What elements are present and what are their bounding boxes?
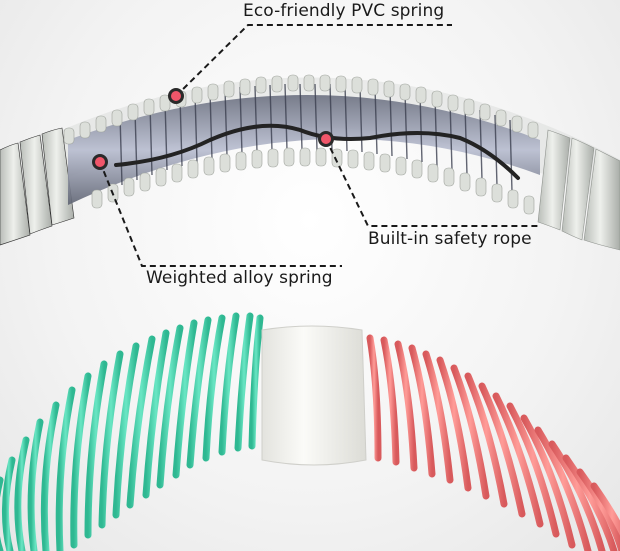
colored-hoop	[0, 312, 620, 551]
hoop-connector	[261, 325, 367, 466]
leader-rope	[325, 138, 540, 227]
callout-dot-pvc	[168, 88, 184, 104]
callout-leaders	[99, 24, 540, 267]
leader-pvc	[175, 24, 452, 97]
leader-alloy	[99, 161, 342, 267]
callout-label-alloy: Weighted alloy spring	[146, 268, 333, 288]
callout-label-rope: Built-in safety rope	[368, 229, 532, 249]
callout-dot-rope	[318, 131, 334, 147]
callout-dot-alloy	[92, 154, 108, 170]
cutaway-spring-tube	[0, 74, 620, 251]
callout-label-pvc: Eco-friendly PVC spring	[243, 1, 445, 21]
